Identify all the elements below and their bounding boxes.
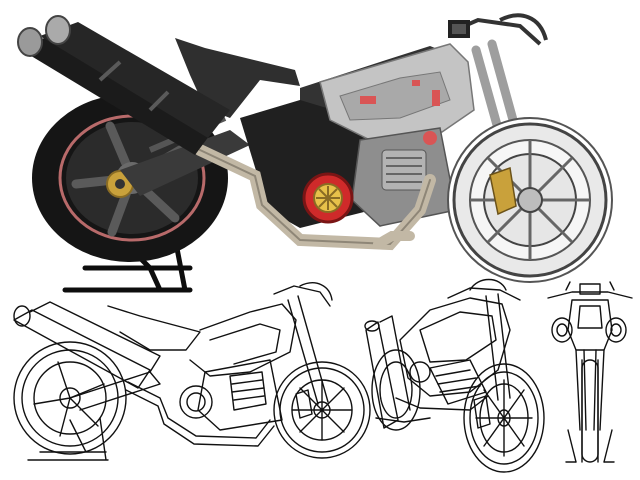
handlebar [448, 13, 548, 46]
engine-hub [302, 172, 354, 224]
swingarm [120, 130, 250, 196]
mufflers [17, 15, 230, 155]
exhaust-pipes [194, 144, 436, 251]
front-wheel [447, 117, 613, 283]
rendered-side-view [17, 13, 613, 293]
fairing [319, 43, 475, 141]
